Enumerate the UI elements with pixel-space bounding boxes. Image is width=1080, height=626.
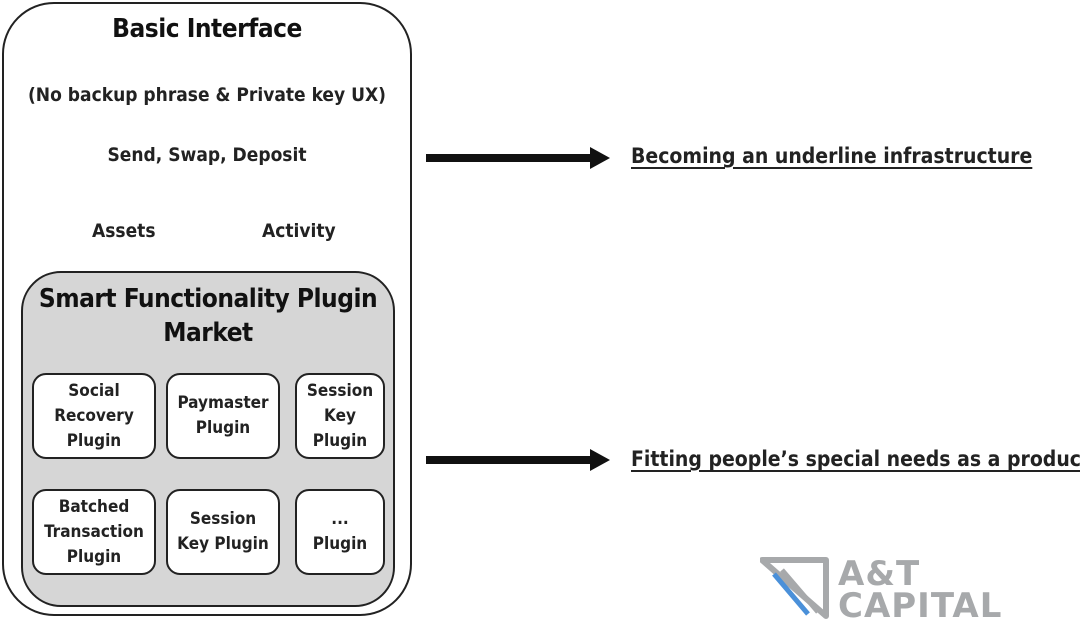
plugin-social-recovery: Social Recovery Plugin bbox=[32, 373, 156, 459]
arrow-right-icon bbox=[426, 147, 610, 169]
plugin-paymaster: Paymaster Plugin bbox=[166, 373, 280, 459]
plugin-batched-transaction: Batched Transaction Plugin bbox=[32, 489, 156, 575]
at-capital-logo-icon bbox=[760, 557, 829, 619]
basic-interface-subtitle: (No backup phrase & Private key UX) bbox=[28, 84, 386, 106]
logo-line2: CAPITAL bbox=[838, 586, 1003, 626]
outcome-product: Fitting people’s special needs as a prod… bbox=[631, 447, 1080, 471]
assets-label: Assets bbox=[92, 220, 156, 242]
arrow-right-icon bbox=[426, 449, 610, 471]
logo-line1: A&T bbox=[838, 554, 921, 594]
plugin-more: ... Plugin bbox=[295, 489, 385, 575]
basic-interface-actions: Send, Swap, Deposit bbox=[107, 144, 307, 166]
activity-label: Activity bbox=[262, 220, 336, 242]
outcome-infrastructure: Becoming an underline infrastructure bbox=[631, 144, 1033, 168]
plugin-session-key: Session Key Plugin bbox=[295, 373, 385, 459]
plugin-session-key-2: Session Key Plugin bbox=[166, 489, 280, 575]
basic-interface-title: Basic Interface bbox=[112, 14, 302, 44]
plugin-market-title: Smart Functionality Plugin Market bbox=[38, 284, 378, 348]
